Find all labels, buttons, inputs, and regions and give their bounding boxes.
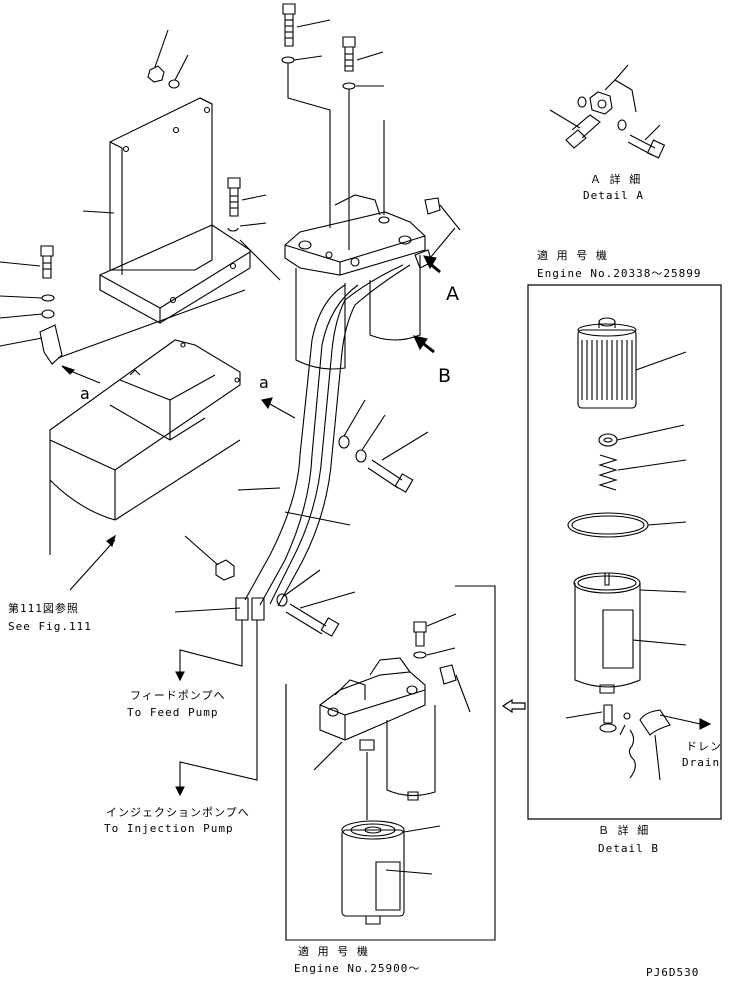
- detail-a-title-jp: Ａ 詳 細: [590, 173, 642, 186]
- fuel-pipes: [236, 240, 410, 620]
- feed-pump-en: To Feed Pump: [127, 706, 219, 719]
- bracket-plate: [83, 98, 250, 323]
- detail-b-title-jp: Ｂ 詳 細: [598, 824, 650, 837]
- see-fig-jp: 第111図参照: [8, 602, 79, 615]
- engine-range-2-en: Engine No.25900～: [294, 962, 421, 975]
- injection-pump-jp: インジェクションポンプへ: [106, 806, 250, 819]
- drawing-code: PJ6D530: [646, 966, 700, 979]
- feed-pump-jp: フィードポンプへ: [130, 689, 226, 702]
- bolt-bracket: [228, 178, 240, 216]
- ref-a-right: a: [259, 373, 269, 392]
- arrow-a-label: A: [446, 283, 459, 305]
- engine-base: [50, 340, 240, 590]
- bolt-top-2: [343, 37, 355, 71]
- see-fig-en: See Fig.111: [8, 620, 92, 633]
- bolt-bottom: [286, 604, 339, 636]
- detail-a-title-en: Detail A: [583, 189, 644, 202]
- detail-b-title-en: Detail B: [598, 842, 659, 855]
- drain-jp: ドレン: [686, 740, 722, 753]
- detail-a: [550, 65, 664, 158]
- detail-b-frame: [528, 285, 721, 819]
- injection-pump-en: To Injection Pump: [104, 822, 234, 835]
- bolt-middle-right: [368, 460, 413, 492]
- filter-assembly-main: [285, 195, 460, 369]
- bolt-left: [41, 246, 53, 278]
- engine-range-1-jp: 適 用 号 機: [537, 249, 608, 262]
- engine-range-1-en: Engine No.20338～25899: [537, 267, 702, 280]
- engine-range-2-jp: 適 用 号 機: [298, 945, 369, 958]
- ref-a-left: a: [80, 384, 90, 403]
- drain-en: Drain: [682, 756, 721, 769]
- filter-assembly-25900: [314, 614, 470, 924]
- detail-b-parts: [566, 318, 710, 780]
- bolt-top-1: [283, 4, 295, 46]
- engine-25900-frame: [286, 586, 495, 940]
- arrow-b-label: B: [438, 365, 452, 387]
